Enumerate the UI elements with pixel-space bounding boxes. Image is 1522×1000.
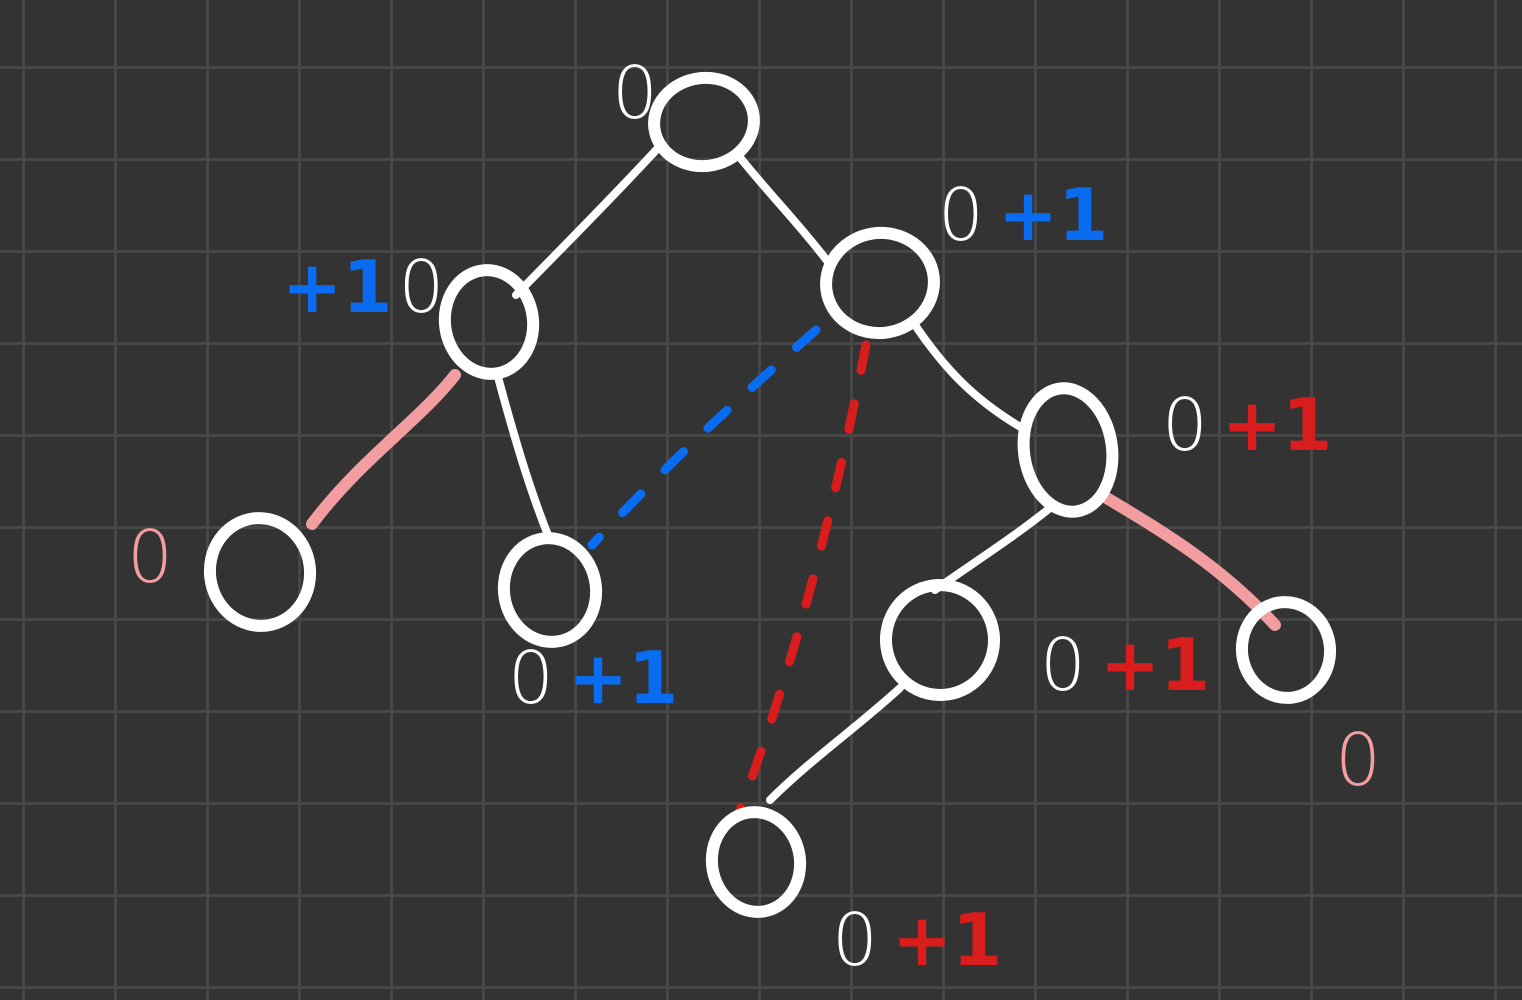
tree-node-e — [1235, 596, 1337, 704]
node-label-delta: +1 — [1222, 383, 1332, 467]
node-label-a: +10 — [282, 245, 444, 329]
node-label-base: 0 — [938, 173, 984, 257]
node-label-delta: +1 — [568, 636, 678, 720]
node-label-base: 0 — [127, 515, 173, 599]
tree-node-a1 — [203, 512, 317, 632]
tree-node-f — [705, 806, 807, 918]
tree-node-root — [648, 71, 760, 173]
node-label-base: 0 — [1162, 383, 1208, 467]
edge-root-b — [734, 151, 832, 266]
edge-a-a2 — [494, 373, 552, 539]
node-label-delta: +1 — [998, 173, 1108, 257]
edge-b-c — [909, 318, 1026, 432]
node-label-delta: +1 — [1100, 623, 1210, 707]
node-label-a1: 0 — [127, 515, 173, 599]
node-label-base: 0 — [1335, 718, 1381, 802]
edge-c-d — [931, 504, 1054, 594]
tree-node-b — [820, 226, 940, 340]
node-label-base: 0 — [832, 898, 878, 982]
dashed-edge-b-f — [735, 340, 871, 815]
node-label-base: 0 — [612, 51, 658, 135]
edge-a-a1 — [306, 369, 461, 530]
node-label-base: 0 — [508, 636, 554, 720]
node-label-d: 0+1 — [1040, 623, 1210, 707]
node-label-a2: 0+1 — [508, 636, 678, 720]
tree-node-d — [879, 579, 1001, 701]
tree-node-a2 — [497, 532, 603, 648]
edge-d-f — [766, 684, 904, 804]
node-label-base: 0 — [398, 245, 444, 329]
node-label-b: 0+1 — [938, 173, 1108, 257]
node-label-c: 0+1 — [1162, 383, 1332, 467]
node-label-e: 0 — [1335, 718, 1381, 802]
edge-root-a — [512, 144, 662, 299]
tree-node-c — [1017, 382, 1119, 518]
dashed-edge-b-a2 — [587, 325, 821, 550]
node-label-f: 0+1 — [832, 898, 1002, 982]
node-label-base: 0 — [1040, 623, 1086, 707]
edge-c-e — [1099, 491, 1281, 631]
tree-node-a — [438, 264, 540, 380]
node-label-delta: +1 — [282, 245, 392, 329]
node-label-root: 0 — [612, 51, 658, 135]
node-label-delta: +1 — [892, 898, 1002, 982]
